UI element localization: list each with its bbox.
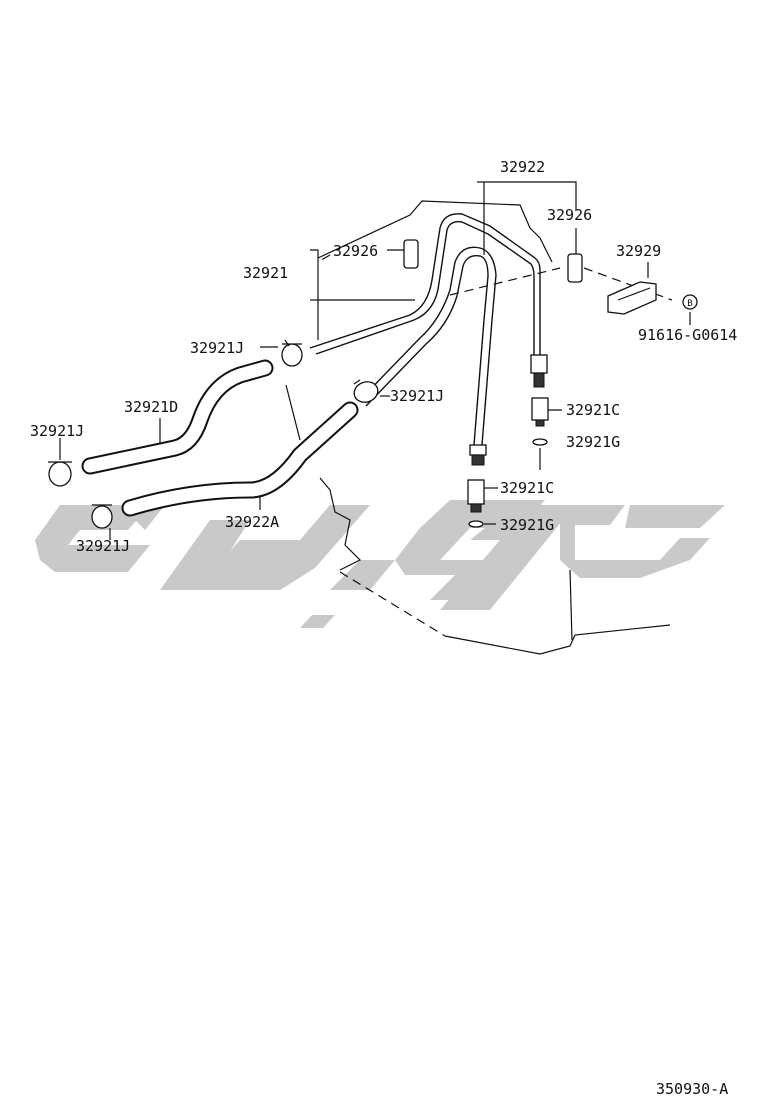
gasket-32921G-lower: [468, 520, 484, 528]
body-outline: [317, 200, 673, 655]
leader-lines: [59, 181, 691, 540]
clamp-32921J-middle: [353, 379, 379, 403]
sleeve-32926-left: [403, 239, 419, 269]
part-labels: 32922 32926 32926 32921 32929 91616-G061…: [30, 158, 737, 555]
diagram-reference-code: 350930-A: [656, 1080, 728, 1098]
label-91616-G0614: 91616-G0614: [638, 326, 737, 344]
label-32921C-lower: 32921C: [500, 479, 554, 497]
label-32929: 32929: [616, 242, 661, 260]
gasket-32921G-upper: [532, 438, 548, 446]
hose-32922A: [121, 401, 359, 517]
clamp-32921J-upper: [281, 339, 303, 367]
bracket-32929: [607, 281, 657, 315]
label-32921G-upper: 32921G: [566, 433, 620, 451]
label-32921: 32921: [243, 264, 288, 282]
label-32921J-middle: 32921J: [390, 387, 444, 405]
hose-32921D: [81, 359, 274, 475]
label-32921G-lower: 32921G: [500, 516, 554, 534]
label-32921J-upper: 32921J: [190, 339, 244, 357]
label-32926-left: 32926: [333, 242, 378, 260]
label-32921D: 32921D: [124, 398, 178, 416]
tube-end-fitting-center: [469, 444, 487, 466]
label-32926-right: 32926: [547, 206, 592, 224]
sleeve-32926-right: [567, 253, 583, 283]
clamp-32921J-lower: [91, 504, 113, 529]
fitting-32921C-lower: [467, 479, 485, 513]
fitting-32921C-upper: [531, 397, 549, 427]
clamp-32921J-left: [48, 461, 72, 487]
bolt-symbol: B: [687, 299, 692, 309]
bolt-91616: B: [682, 294, 698, 310]
label-32922: 32922: [500, 158, 545, 176]
label-32922A: 32922A: [225, 513, 279, 531]
tube-end-fitting-right: [530, 354, 548, 388]
label-32921C-upper: 32921C: [566, 401, 620, 419]
fuel-tube-assembly: [309, 213, 548, 466]
label-32921J-left: 32921J: [30, 422, 84, 440]
watermark-logo: [35, 500, 725, 628]
label-32921J-lower: 32921J: [76, 537, 130, 555]
